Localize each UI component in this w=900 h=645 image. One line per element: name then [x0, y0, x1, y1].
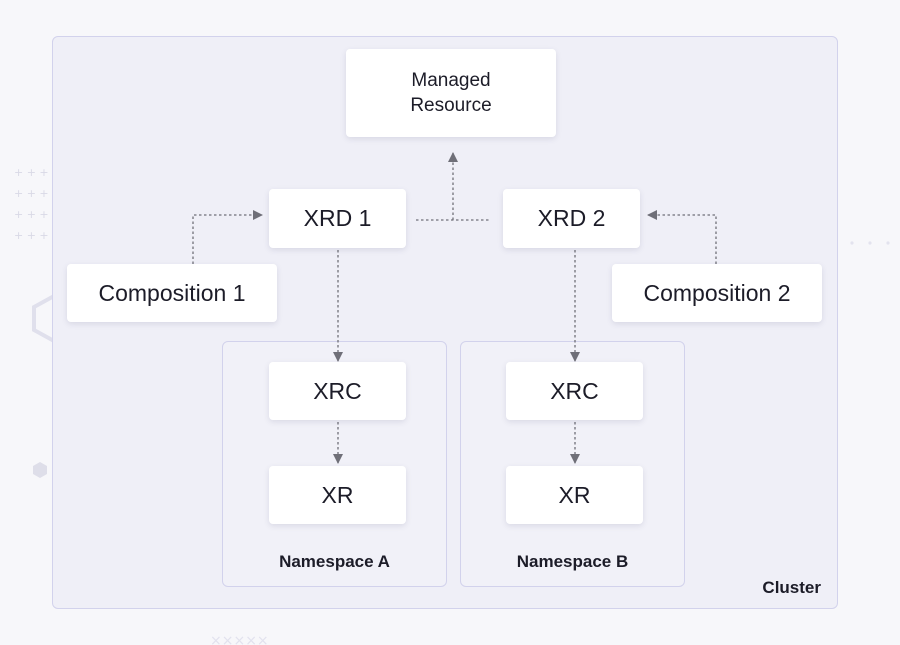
composition2-label: Composition 2	[643, 279, 791, 306]
composition2-node: Composition 2	[612, 264, 822, 322]
xrd2-label: XRD 2	[537, 205, 606, 231]
xrc-a-label: XRC	[313, 377, 362, 404]
namespace-a-label: Namespace A	[279, 552, 390, 571]
xr-a-node: XR	[269, 466, 406, 524]
xrc-b-label: XRC	[550, 377, 599, 404]
xrd2-node: XRD 2	[503, 189, 640, 248]
namespace-b-label: Namespace B	[516, 552, 629, 571]
xrc-a-node: XRC	[269, 362, 406, 420]
managed-resource-node: Managed Resource	[346, 49, 556, 137]
svg-text:×××××: ×××××	[210, 633, 269, 645]
xrd1-label: XRD 1	[303, 205, 372, 231]
cluster-label: Cluster	[762, 578, 821, 597]
xr-a-label: XR	[321, 481, 354, 508]
composition1-node: Composition 1	[67, 264, 277, 322]
managed-resource-label: Managed Resource	[410, 70, 492, 116]
xrd1-node: XRD 1	[269, 189, 406, 248]
xrc-b-node: XRC	[506, 362, 643, 420]
xr-b-node: XR	[506, 466, 643, 524]
namespace-a-container: Namespace A	[222, 341, 447, 587]
composition1-label: Composition 1	[98, 279, 246, 306]
xr-b-label: XR	[558, 481, 591, 508]
